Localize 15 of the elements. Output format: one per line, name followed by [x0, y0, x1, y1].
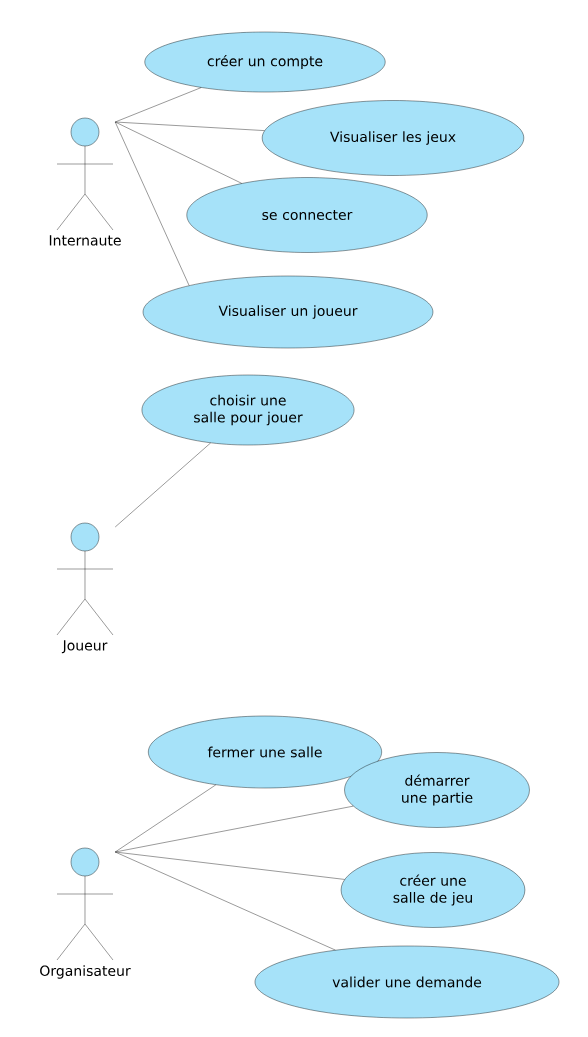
association-line — [115, 784, 216, 853]
association-line — [115, 805, 354, 853]
association-line — [115, 121, 265, 131]
node-label: Internaute — [49, 235, 121, 246]
actor-figure: Internaute — [49, 117, 121, 246]
association-line — [115, 121, 190, 286]
node-label: Organisateur — [40, 965, 131, 979]
association-line — [115, 442, 211, 528]
node-label: Joueur — [61, 640, 108, 654]
actor-figure: Joueur — [56, 522, 114, 654]
association-line — [115, 851, 336, 951]
association-line — [115, 121, 242, 184]
association-line — [115, 851, 345, 880]
actor-figure: Organisateur — [40, 847, 131, 979]
association-line — [115, 87, 202, 123]
